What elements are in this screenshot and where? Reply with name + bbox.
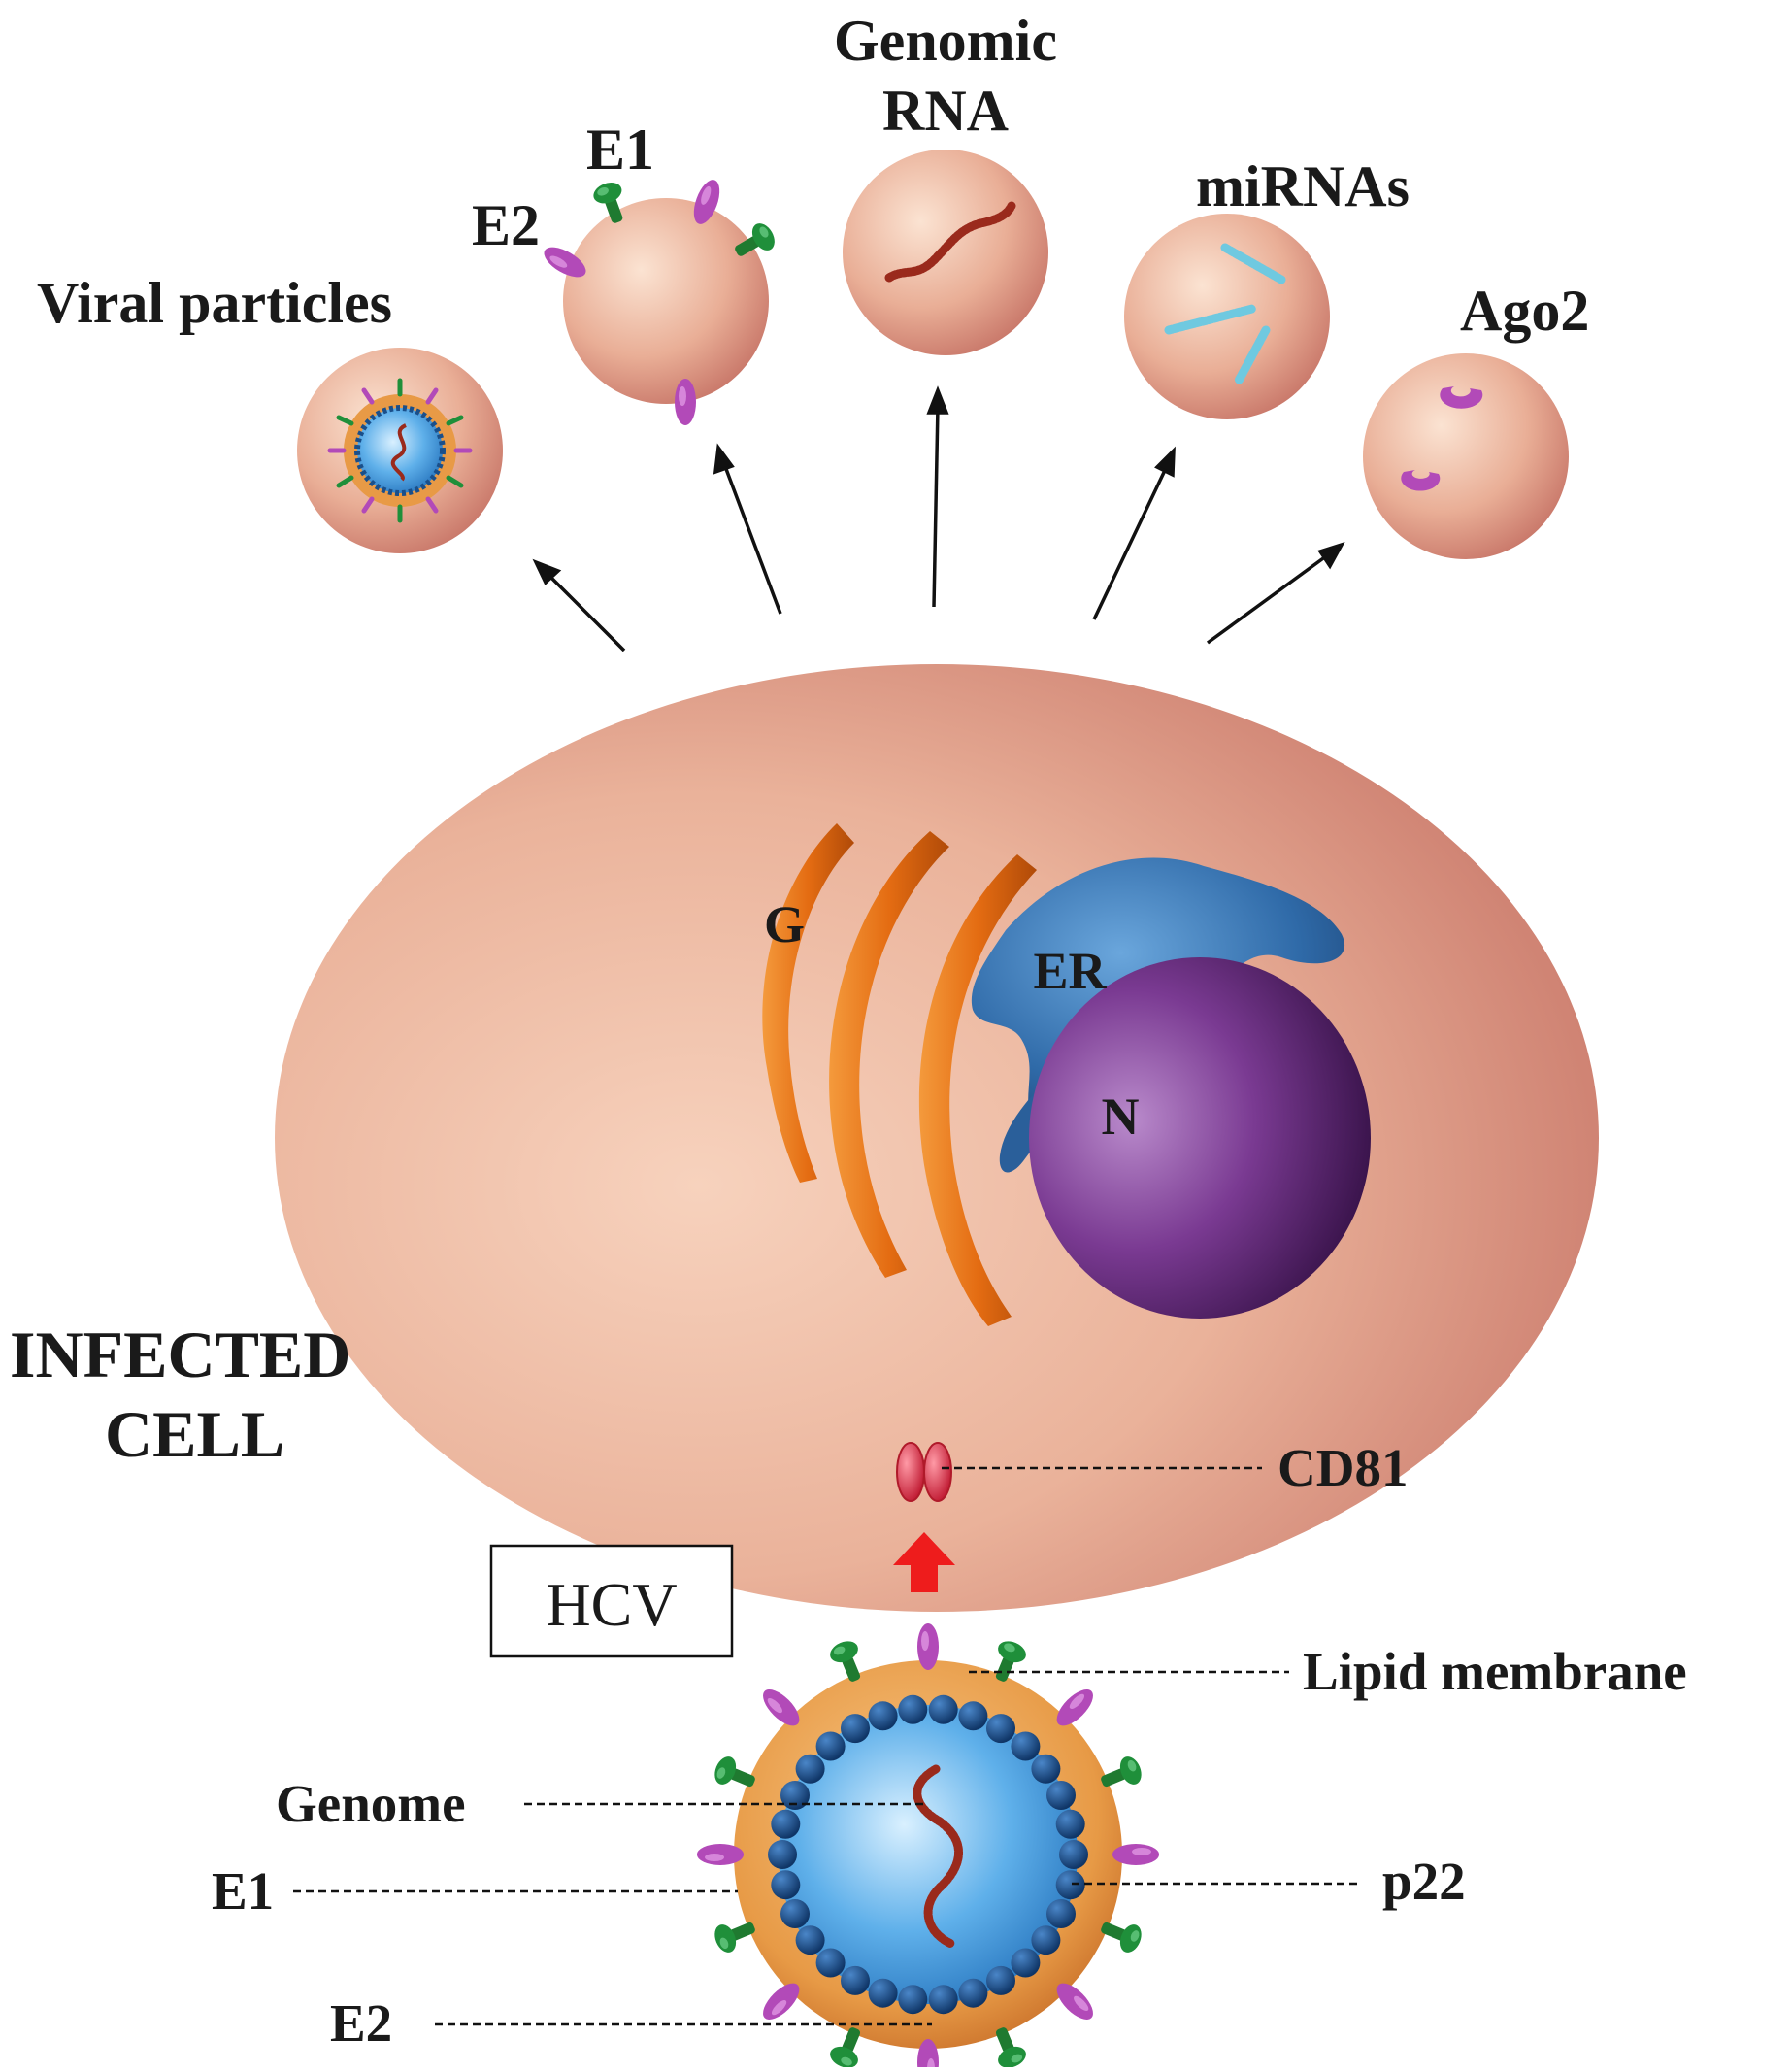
capsid bbox=[779, 1705, 1078, 2004]
label-virion-e2: E2 bbox=[330, 1993, 392, 2053]
label-mirnas: miRNAs bbox=[1196, 154, 1410, 218]
core-bead bbox=[928, 1694, 958, 1724]
core-bead bbox=[1059, 1840, 1088, 1869]
label-golgi: G bbox=[764, 895, 805, 953]
core-bead bbox=[1011, 1731, 1041, 1761]
emission-arrows bbox=[532, 385, 1345, 652]
infected-cell bbox=[275, 664, 1599, 1612]
core-bead bbox=[1031, 1754, 1061, 1784]
label-lipid-membrane: Lipid membrane bbox=[1303, 1642, 1687, 1701]
core-bead bbox=[958, 1701, 988, 1731]
label-er: ER bbox=[1033, 942, 1107, 1000]
core-bead bbox=[1055, 1870, 1085, 1900]
vesicle-ago2 bbox=[1363, 353, 1569, 559]
vesicle-viral-particles bbox=[297, 348, 503, 553]
core-bead bbox=[815, 1948, 846, 1978]
core-bead bbox=[868, 1978, 898, 2008]
core-bead bbox=[780, 1899, 810, 1928]
label-virion-e1: E1 bbox=[212, 1861, 274, 1921]
core-bead bbox=[795, 1754, 825, 1784]
core-bead bbox=[1046, 1781, 1076, 1810]
core-bead bbox=[780, 1781, 810, 1810]
core-bead bbox=[771, 1809, 801, 1839]
label-cell: CELL bbox=[105, 1397, 284, 1471]
vesicle-mirnas bbox=[1124, 214, 1330, 419]
vesicle-genomic-rna bbox=[843, 150, 1048, 355]
core-bead bbox=[986, 1965, 1015, 1995]
core-bead bbox=[898, 1985, 928, 2015]
golgi-apparatus bbox=[762, 823, 1037, 1326]
label-p22: p22 bbox=[1382, 1852, 1466, 1911]
label-vesicle-e1: E1 bbox=[586, 117, 654, 182]
core-bead bbox=[986, 1714, 1015, 1744]
core-bead bbox=[958, 1978, 988, 2008]
label-hcv: HCV bbox=[546, 1570, 677, 1639]
label-nucleus: N bbox=[1102, 1087, 1140, 1146]
core-bead bbox=[1011, 1948, 1041, 1978]
core-bead bbox=[1046, 1899, 1076, 1928]
label-viral-particles: Viral particles bbox=[37, 271, 392, 335]
label-vesicle-e2: E2 bbox=[472, 193, 540, 257]
vesicle-envelope-proteins bbox=[539, 176, 780, 425]
e2-glycoprotein bbox=[697, 1844, 744, 1865]
hcv-label-box bbox=[489, 1544, 734, 1658]
core-bead bbox=[898, 1694, 928, 1724]
core-bead bbox=[1031, 1925, 1061, 1955]
label-cd81: CD81 bbox=[1278, 1438, 1408, 1497]
virion-leader-lines bbox=[293, 1670, 1359, 2026]
core-bead bbox=[1055, 1809, 1085, 1839]
core-protein-beads bbox=[768, 1694, 1088, 2015]
entry-arrow bbox=[893, 1532, 955, 1592]
core-bead bbox=[768, 1840, 797, 1869]
hcv-virion bbox=[697, 1623, 1159, 2072]
label-genome: Genome bbox=[276, 1774, 466, 1833]
viral-genome-rna bbox=[913, 1764, 963, 1949]
e2-glycoprotein bbox=[917, 1623, 939, 1670]
core-bead bbox=[841, 1714, 870, 1744]
label-infected: INFECTED bbox=[10, 1318, 350, 1391]
cd81-receptor bbox=[896, 1442, 952, 1502]
label-rna: RNA bbox=[882, 79, 1009, 143]
nucleus bbox=[1029, 957, 1371, 1319]
core-bead bbox=[868, 1701, 898, 1731]
core-bead bbox=[771, 1870, 801, 1900]
e2-glycoprotein bbox=[1112, 1844, 1159, 1865]
core-bead bbox=[795, 1925, 825, 1955]
label-ago2: Ago2 bbox=[1460, 279, 1589, 343]
core-bead bbox=[928, 1985, 958, 2015]
core-bead bbox=[841, 1965, 870, 1995]
core-bead bbox=[815, 1731, 846, 1761]
label-genomic: Genomic bbox=[834, 9, 1057, 73]
